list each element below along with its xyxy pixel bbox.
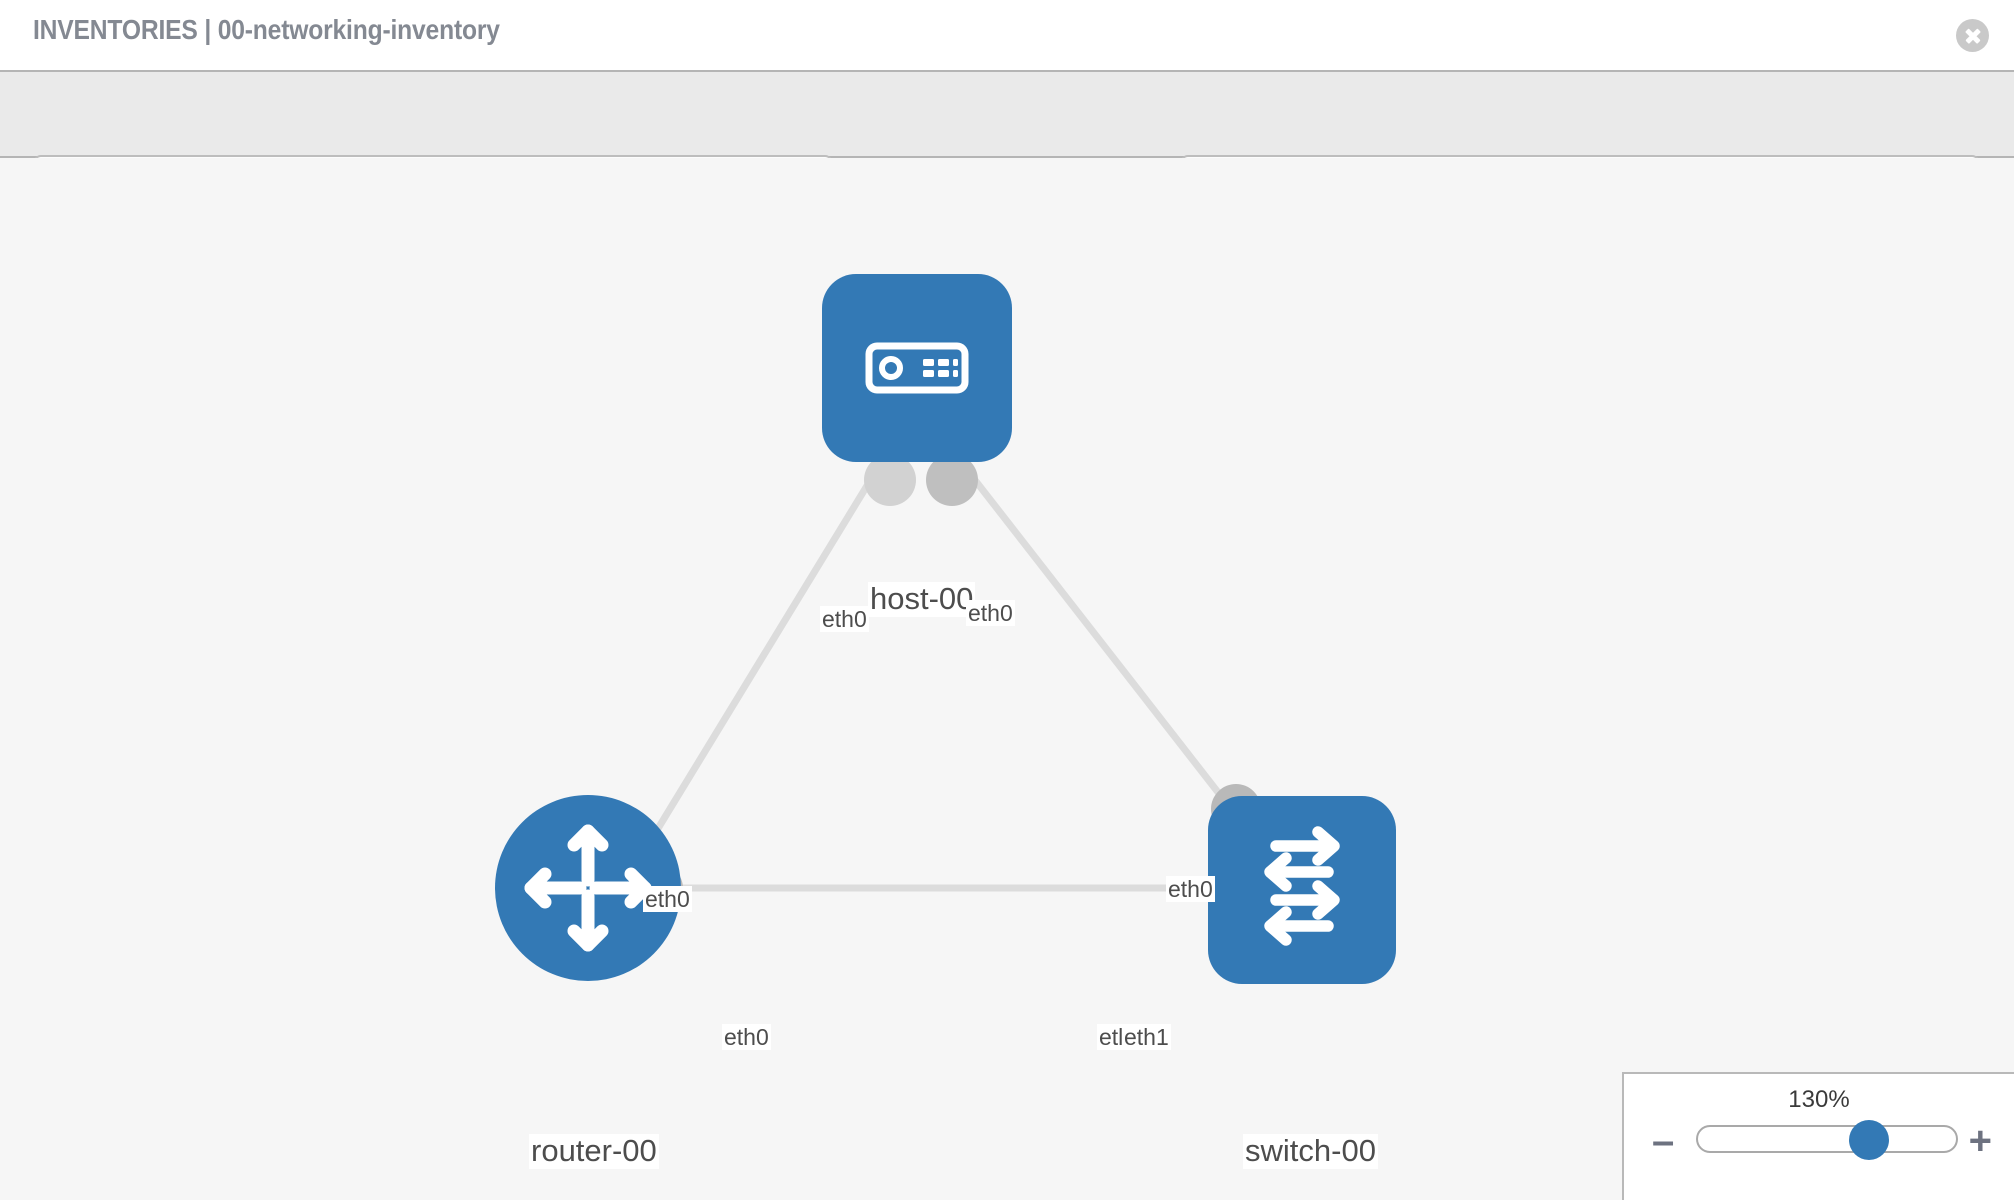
iface-label-switch00-eth0: etl	[1097, 1024, 1126, 1051]
edge-host00-switch00[interactable]	[947, 445, 1241, 821]
zoom-in-button[interactable]: +	[1968, 1119, 1992, 1163]
handle-host00-left[interactable]	[864, 454, 916, 506]
node-label-switch-00: switch-00	[1243, 1133, 1378, 1169]
zoom-percent-label: 130%	[1788, 1086, 1850, 1113]
close-icon[interactable]	[1956, 19, 1989, 52]
node-label-host-00: host-00	[868, 581, 976, 617]
iface-label-router00-eth0: eth0	[722, 1024, 771, 1051]
zoom-slider[interactable]	[1696, 1120, 1958, 1160]
node-router-00[interactable]	[495, 795, 681, 981]
node-label-router-00: router-00	[529, 1133, 659, 1169]
page-title: INVENTORIES | 00-networking-inventory	[33, 14, 500, 45]
node-host-00[interactable]	[822, 274, 1012, 462]
toolbar: ACTIONS SEARCH	[0, 70, 2014, 209]
node-switch-00[interactable]	[1208, 796, 1396, 984]
handle-host00-right[interactable]	[926, 454, 978, 506]
topology-edges	[637, 445, 1241, 892]
edge-host00-router00[interactable]	[637, 446, 893, 860]
iface-label-router00-up: eth0	[643, 886, 692, 913]
zoom-control-panel: 130% – +	[1622, 1072, 2014, 1200]
iface-label-switch00-eth1: eth1	[1122, 1024, 1171, 1051]
iface-label-host00-right: eth0	[966, 600, 1015, 627]
iface-label-host00-left: eth0	[820, 606, 869, 633]
topology-graph[interactable]	[0, 158, 2014, 1200]
topology-canvas[interactable]: host-00 router-00 switch-00 eth0 eth0 et…	[0, 158, 2014, 1200]
zoom-slider-thumb[interactable]	[1849, 1120, 1889, 1160]
topology-handles	[637, 454, 1261, 913]
page-header: INVENTORIES | 00-networking-inventory	[0, 0, 2014, 70]
iface-label-switch00-up: eth0	[1166, 876, 1215, 903]
zoom-out-button[interactable]: –	[1652, 1119, 1675, 1163]
